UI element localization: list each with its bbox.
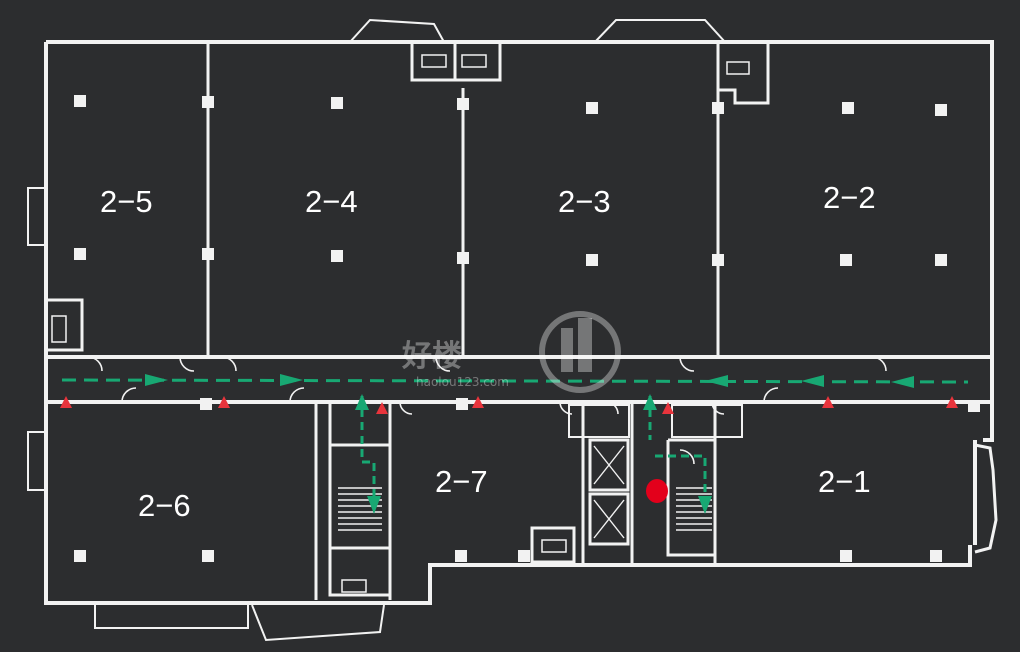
shaft-symbols [51,54,750,593]
evac-arrow-east-1 [145,374,168,386]
watermark-url: haolou123.com [416,375,509,389]
extinguisher-icon [218,396,230,408]
evac-arrow-west-2 [801,375,824,387]
extinguisher-icon [662,402,674,414]
evac-arrow-north-2 [643,394,657,410]
you-are-here-marker [646,479,668,503]
doors [87,356,887,465]
interior-walls [46,44,992,600]
evac-arrow-south-2 [698,496,712,514]
room-label-2-4: 2−4 [305,184,358,219]
evac-arrow-south-1 [367,496,381,514]
room-label-2-6: 2−6 [138,488,191,523]
building-outline [27,18,998,642]
extinguisher-icon [472,396,484,408]
room-label-2-2: 2−2 [823,180,876,215]
evac-arrow-north-1 [355,394,369,410]
room-label-2-3: 2−3 [558,184,611,219]
columns [74,95,980,562]
room-label-2-7: 2−7 [435,464,488,499]
extinguisher-icon [60,396,72,408]
extinguisher-icon [376,402,388,414]
watermark-text: 好楼 [401,339,462,374]
evac-arrow-east-2 [280,374,303,386]
watermark: 好楼 haolou123.com [401,311,621,393]
extinguisher-icon [946,396,958,408]
room-labels: 2−5 2−4 2−3 2−2 2−6 2−7 2−1 [100,180,876,523]
extinguisher-icon [822,396,834,408]
evac-arrow-west-3 [891,376,914,388]
room-label-2-5: 2−5 [100,184,153,219]
evacuation-route [61,374,969,514]
fire-extinguishers [60,396,958,414]
stair-treads [338,445,712,539]
room-label-2-1: 2−1 [818,464,871,499]
evac-arrow-west-1 [705,375,728,387]
